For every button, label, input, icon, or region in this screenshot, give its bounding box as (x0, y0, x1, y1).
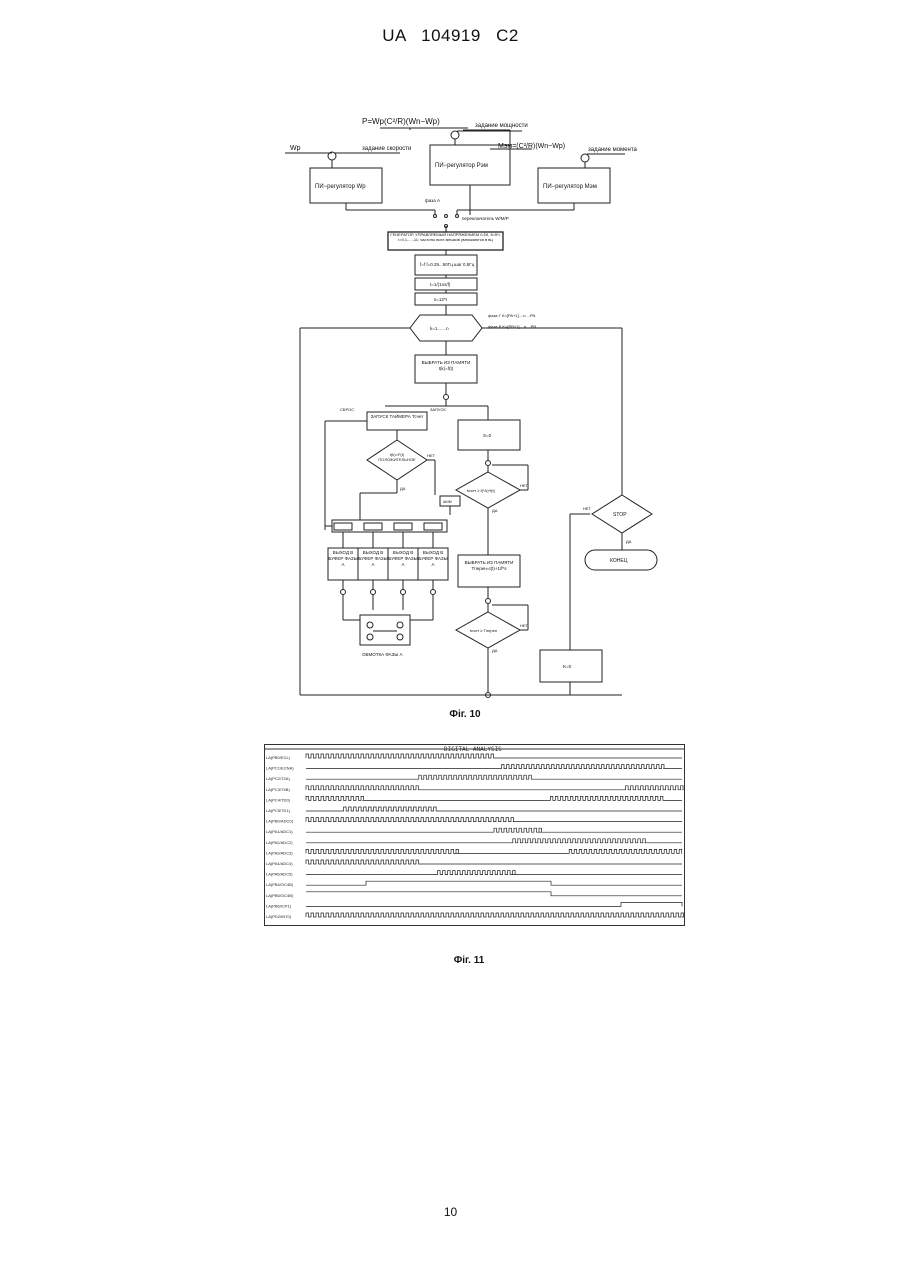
header-number: 104919 (421, 26, 481, 45)
output-buffer-2: ВЫХОД В БУФЕР ФАЗЫ А (358, 550, 388, 568)
channel-label: LA(PB0/ADC0) (266, 819, 294, 824)
figure-10-flowchart: P=Wp(C²/R)(Wn−Wp) Mэм=(C²/R)(Wn−Wp) Wp з… (270, 110, 670, 700)
patent-header: UA 104919 C2 (0, 26, 901, 46)
channel-label: LA(PA4/ADC4) (266, 861, 293, 866)
channel-label: LA(PA2/ADC2) (266, 840, 293, 845)
generator-block-text: ГЕНЕРАТОР, УПРАВЛЯЕМЫЙ НАПРЯЖЕНИЕМ f=Σfi… (389, 232, 502, 242)
k0-text: K=0 (563, 664, 572, 669)
channel-trace (306, 902, 682, 906)
reset-label: СБРОС (340, 407, 354, 412)
channel-label: LA(PC1/ECNA) (266, 766, 294, 771)
channel-trace (306, 765, 682, 769)
no-label-1: НЕТ (427, 453, 436, 458)
channel-label: LA(PB5/OC4B) (266, 893, 294, 898)
channel-trace (306, 881, 682, 885)
channel-trace (306, 839, 682, 843)
channel-trace (306, 860, 682, 864)
channel-trace (306, 807, 682, 811)
figure-11-caption: Фіг. 11 (409, 955, 529, 966)
channel-label: LA(PB4/OC4B) (266, 882, 294, 887)
s0-text: S=0 (483, 433, 492, 438)
moment-set-label: задание момента (588, 147, 638, 153)
channel-trace (306, 775, 682, 779)
header-country: UA (382, 26, 406, 45)
wp-input-label: Wp (290, 145, 301, 152)
switch-label: переключатель W/M/P (462, 216, 509, 221)
channel-trace (306, 828, 682, 832)
channel-label: LA(PC4/TD0) (266, 797, 291, 802)
moment-formula: Mэм=(C²/R)(Wn−Wp) (498, 143, 565, 150)
header-kind: C2 (496, 26, 519, 45)
figure-10-caption: Фіг. 10 (405, 709, 525, 720)
step-f-text: f=f f=0.25...50Гц шаг 0,5Гц (420, 262, 475, 267)
figure-11-logic-analyzer: DIGITAL ANALYSIS LA(PB0/ECL) LA(PC1/ECNA)… (264, 744, 685, 926)
phase-a-label: фаза А (425, 198, 440, 203)
stop-text: STOP (613, 512, 627, 518)
channel-label: LA(PB6/ICP1) (266, 903, 292, 908)
step-t-text: t=1/(1ns/f) (430, 282, 451, 287)
channel-trace (306, 754, 682, 758)
channel-trace (306, 871, 682, 875)
start-label: ЗАПУСК (430, 407, 446, 412)
loop-range-text: k=1.......n (430, 326, 449, 331)
phase-c-range: фаза В K=[PB+1]....n....PB (488, 324, 536, 329)
winding-label: ОБМОТКА ФАЗЫ А (362, 652, 403, 657)
moment-regulator-label: ПИ−регулятор Mэм (543, 184, 597, 190)
page-number: 10 (0, 1205, 901, 1219)
channel-label: LA(PA3/ADC3) (266, 850, 293, 855)
yes-label-1: ДА (400, 486, 406, 491)
output-buffer-1: ВЫХОД В БУФЕР ФАЗЫ А (328, 550, 358, 568)
no-label-4: НЕТ (583, 506, 592, 511)
channel-trace (306, 849, 682, 853)
end-text: КОНЕЦ (610, 558, 628, 564)
channel-label: LA(PA1/ADC1) (266, 829, 293, 834)
positive-decision-text: t(k)=F(t) ПОЛОЖИТЕЛЬНОЕ (373, 452, 421, 462)
channel-trace (306, 818, 682, 822)
channel-label: LA(PC2/T2A) (266, 776, 290, 781)
analyzer-title: DIGITAL ANALYSIS (444, 746, 502, 753)
channel-trace (306, 786, 683, 790)
tperen-decision-text: tcчет ≥ Tперен (470, 628, 497, 633)
no-label-3: НЕТ (520, 623, 529, 628)
channel-label: LA(PC3/T4B) (266, 787, 290, 792)
channel-label: LA(PC5/TD1) (266, 808, 291, 813)
output-buffer-3: ВЫХОД В БУФЕР ФАЗЫ А (388, 550, 418, 568)
speed-regulator-label: ПИ−регулятор Wp (315, 184, 366, 190)
tcount-decision-text: tcчет ≥ f(*A)*f(t) (467, 488, 496, 493)
output-buffer-4: ВЫХОД В БУФЕР ФАЗЫ А (418, 550, 448, 568)
yes-label-4: ДА (626, 539, 632, 544)
channel-trace (306, 796, 682, 800)
yes-label-3: ДА (492, 648, 498, 653)
power-regulator-label: ПИ−регулятор Pэм (435, 163, 488, 169)
channel-label: LA(PB0/ECL) (266, 755, 291, 760)
step-s-text: s=12*t (434, 297, 448, 302)
power-formula: P=Wp(C²/R)(Wn−Wp) (362, 117, 440, 126)
select-memory2-text: ВЫБРАТЬ ИЗ ПАМЯТИ Tперен=t(t)+1/f*s (459, 560, 519, 572)
timer-start-text: ЗАПУСК ТАЙМЕРА Тсчет (368, 414, 426, 420)
yes-label-2: ДА (492, 508, 498, 513)
speed-set-label: задание скорости (362, 146, 411, 152)
select-memory-text: ВЫБРАТЬ ИЗ ПАМЯТИ t(k)=f(t) (416, 360, 476, 372)
channel-label: LA(PD2/INT0) (266, 914, 292, 919)
channel-label: LA(PA5/ADC5) (266, 872, 293, 877)
channel-trace (306, 892, 682, 896)
phase-b-range: фаза Г K=[PA+1]....n....PN (488, 313, 536, 318)
pwm-label: ШИМ (443, 500, 452, 504)
power-set-label: задание мощности (475, 123, 528, 129)
no-label-2: НЕТ (520, 483, 529, 488)
channel-trace (306, 913, 684, 917)
